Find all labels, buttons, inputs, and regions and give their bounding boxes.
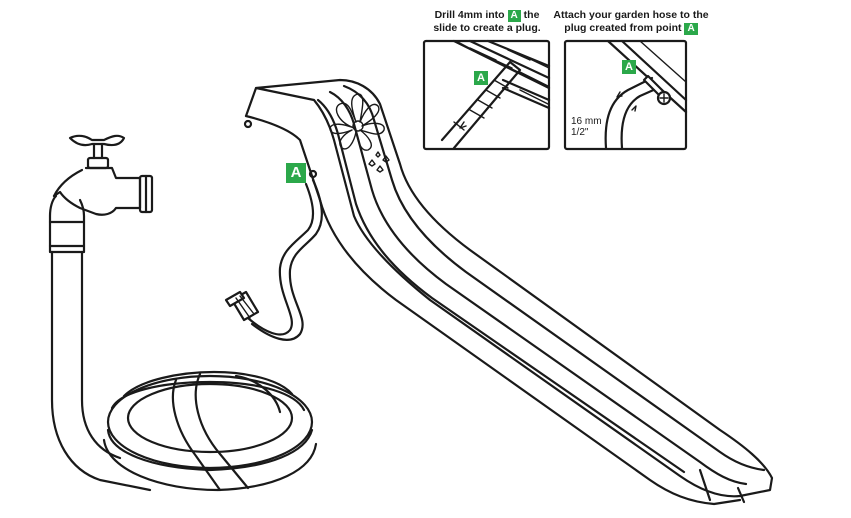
point-a-badge: A <box>507 10 521 22</box>
point-a-badge: A <box>684 23 698 35</box>
step-attach-line2: plug created from point A <box>551 22 711 35</box>
hose-diameter-inch: 1/2" <box>571 127 589 138</box>
step-drill-caption: Drill 4mm into A the slide to create a p… <box>420 9 554 35</box>
step-drill-line2: slide to create a plug. <box>433 22 541 34</box>
flower-decoration-icon <box>329 93 390 173</box>
drill-point-a-marker: A <box>474 71 488 85</box>
hose-diameter-label: 16 mm 1/2" <box>571 116 602 138</box>
faucet-icon <box>52 134 154 216</box>
detail-drill-box <box>422 39 551 151</box>
step-attach-caption: Attach your garden hose to the plug crea… <box>551 9 711 35</box>
step-drill-text-after: the <box>523 9 540 21</box>
slide <box>243 78 774 506</box>
step-drill-text: Drill 4mm into <box>434 9 505 21</box>
garden-hose <box>48 194 318 492</box>
drill-bit-icon <box>440 60 522 150</box>
step-attach-line1: Attach your garden hose to the <box>553 9 709 21</box>
attach-point-a-marker: A <box>622 60 636 74</box>
slide-hose <box>224 178 323 341</box>
point-a-marker: A <box>286 163 306 183</box>
step-attach-text: plug created from point <box>564 22 682 34</box>
detail-attach-box <box>563 39 688 151</box>
hose-diameter-mm: 16 mm <box>571 116 602 127</box>
step-drill-line1: Drill 4mm into A the <box>420 9 554 22</box>
hose-connector-icon <box>224 290 260 322</box>
hose-fitting-icon <box>631 74 672 112</box>
